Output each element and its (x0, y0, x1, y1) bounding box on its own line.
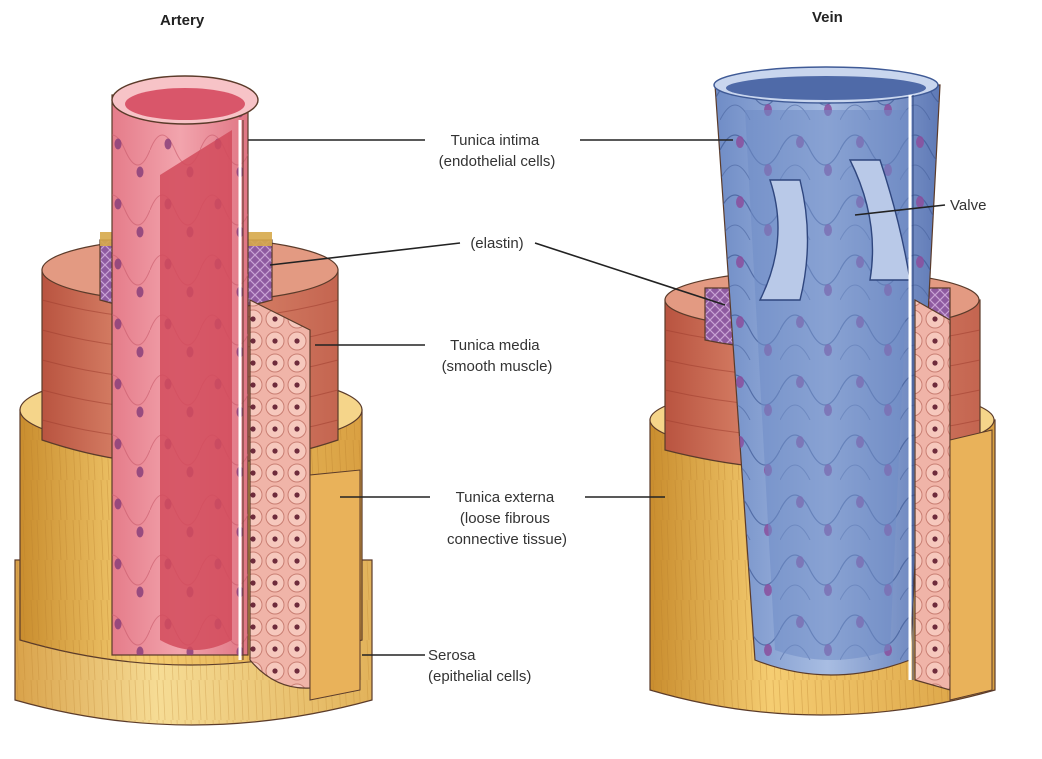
artery-lumen-cutaway (160, 130, 232, 650)
leader-elastin-vein (535, 243, 725, 305)
label-tunica-media: Tunica media (smooth muscle) (442, 337, 553, 375)
artery-cut-face (250, 300, 310, 688)
label-tunica-externa: Tunica externa (loose fibrous connective… (447, 489, 567, 548)
vein-illustration (650, 67, 995, 715)
artery-illustration (15, 76, 372, 725)
vein-cut-face (915, 300, 950, 690)
vein-title: Vein (812, 9, 843, 26)
artery-title: Artery (160, 12, 205, 29)
label-serosa: Serosa (epithelial cells) (428, 647, 531, 685)
label-valve: Valve (950, 197, 986, 214)
label-elastin: (elastin) (470, 235, 523, 252)
label-tunica-intima: Tunica intima (endothelial cells) (439, 132, 556, 170)
